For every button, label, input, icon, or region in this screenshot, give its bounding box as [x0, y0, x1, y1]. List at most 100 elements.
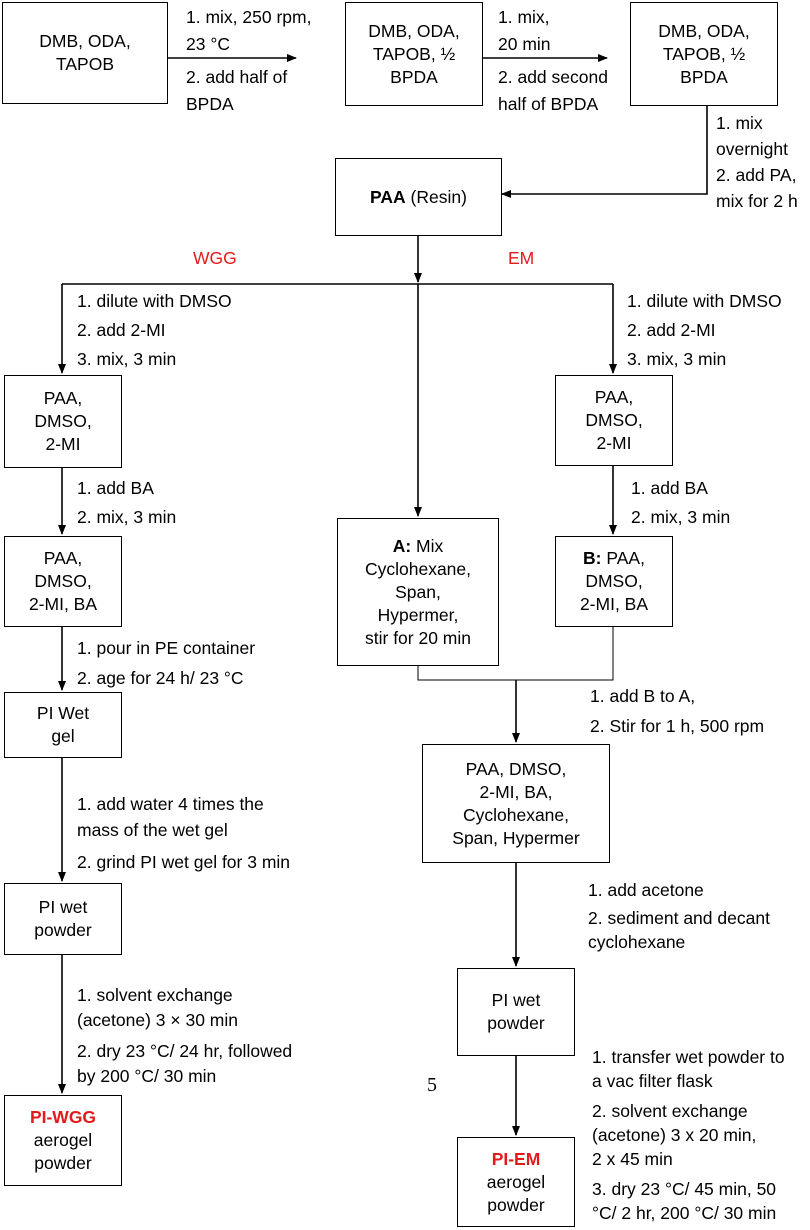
line: 2. add 2-MI: [77, 320, 166, 340]
branch-title-wgg: WGG: [193, 248, 237, 268]
line: 2-MI: [596, 433, 632, 453]
line: DMSO,: [34, 411, 92, 431]
line: 2-MI: [45, 434, 81, 454]
label-step3: 1. mix overnight 2. add PA, mix for 2 h: [716, 110, 798, 214]
line: PAA,: [43, 388, 83, 408]
label-em-dilute: 1. dilute with DMSO 2. add 2-MI 3. mix, …: [627, 287, 782, 374]
line: cyclohexane: [588, 932, 686, 952]
line: 1. add B to A,: [590, 686, 696, 706]
line: 1. add BA: [631, 478, 708, 498]
line: (acetone) 3 × 30 min: [77, 1010, 238, 1030]
line: Cyclohexane,: [364, 558, 472, 579]
line: (acetone) 3 x 20 min,: [592, 1125, 757, 1145]
line: 2. mix, 3 min: [631, 507, 731, 527]
line: Hypermer,: [377, 604, 459, 625]
line: 2. sediment and decant: [588, 908, 770, 928]
line: TAPOB, ½: [372, 43, 456, 64]
line: A: Mix: [393, 535, 444, 558]
label-em-add-b: 1. add B to A, 2. Stir for 1 h, 500 rpm: [590, 681, 764, 741]
arrow-full-to-paa: [501, 106, 708, 198]
line: 1. pour in PE container: [77, 638, 256, 658]
line: powder: [487, 1194, 545, 1215]
box-dmb-start: DMB, ODA, TAPOB: [2, 2, 168, 104]
label-wgg-solvent: 1. solvent exchange (acetone) 3 × 30 min…: [77, 983, 292, 1089]
line: stir for 20 min: [365, 627, 471, 648]
line: 2. age for 24 h/ 23 °C: [77, 668, 244, 688]
box-wgg-wet-powder: PI wet powder: [4, 883, 122, 955]
box-em-wet-powder: PI wet powder: [457, 968, 575, 1056]
pi-em-title: PI-EM: [491, 1148, 541, 1169]
line: 1. add water 4 times the: [77, 794, 264, 814]
line: DMSO,: [34, 571, 92, 591]
line: 3. mix, 3 min: [627, 349, 727, 369]
line: 1. solvent exchange: [77, 985, 233, 1005]
line: BPDA: [186, 94, 234, 114]
paa-rest: (Resin): [405, 186, 467, 207]
line: mix for 2 h: [716, 191, 798, 211]
page-number: 5: [427, 1074, 437, 1096]
box-paa-resin: PAA (Resin): [335, 158, 502, 236]
line: 1. dilute with DMSO: [627, 291, 782, 311]
line: 2. add second: [498, 67, 608, 87]
line: overnight: [716, 139, 788, 159]
box-em-paa-dmso: PAA, DMSO, 2-MI: [555, 375, 673, 466]
line: 2. add half of: [186, 67, 288, 87]
box-pi-wgg-aerogel: PI-WGG aerogel powder: [4, 1095, 122, 1186]
line: powder: [34, 920, 92, 940]
pi-wgg-title: PI-WGG: [29, 1107, 97, 1127]
label-wgg-water: 1. add water 4 times the mass of the wet…: [77, 791, 290, 875]
line: 3. dry 23 °C/ 45 min, 50: [592, 1179, 777, 1199]
line: a vac filter flask: [592, 1071, 713, 1091]
line: 2. mix, 3 min: [77, 507, 177, 527]
line: DMB, ODA,: [658, 20, 750, 41]
line: 20 min: [498, 34, 551, 54]
line: BPDA: [390, 66, 438, 87]
line: PAA, DMSO,: [465, 758, 567, 779]
line: 2. add 2-MI: [627, 320, 716, 340]
line: 2. grind PI wet gel for 3 min: [77, 852, 291, 872]
line: DMB, ODA,: [39, 31, 131, 51]
label-wgg-pour: 1. pour in PE container 2. age for 24 h/…: [77, 633, 255, 693]
line: TAPOB: [55, 54, 115, 74]
paa-bold: PAA: [370, 186, 406, 207]
line: 2. dry 23 °C/ 24 hr, followed: [77, 1041, 293, 1061]
line: Span,: [395, 581, 441, 602]
line: 1. dilute with DMSO: [77, 291, 232, 311]
box-wgg-paa-ba: PAA, DMSO, 2-MI, BA: [4, 536, 122, 627]
a-bold: A:: [392, 535, 412, 556]
label-em-final: 1. transfer wet powder to a vac filter f…: [592, 1045, 785, 1225]
line: 3. mix, 3 min: [77, 349, 177, 369]
line: PI wet: [491, 990, 541, 1010]
line: by 200 °C/ 30 min: [77, 1066, 217, 1086]
line: 2. add PA,: [716, 165, 797, 185]
label-em-acetone: 1. add acetone 2. sediment and decant cy…: [588, 876, 770, 952]
line: °C/ 2 hr, 200 °C/ 30 min: [592, 1203, 777, 1223]
branch-title-em: EM: [508, 248, 535, 268]
line: 2. solvent exchange: [592, 1101, 748, 1121]
line: aerogel: [33, 1130, 93, 1150]
line: TAPOB, ½: [662, 43, 746, 64]
line: DMSO,: [585, 571, 643, 591]
label-wgg-dilute: 1. dilute with DMSO 2. add 2-MI 3. mix, …: [77, 287, 232, 374]
line: PAA (Resin): [370, 186, 467, 209]
box-em-emulsion: PAA, DMSO, 2-MI, BA, Cyclohexane, Span, …: [422, 744, 610, 863]
line: B: PAA,: [583, 547, 645, 570]
line: half of BPDA: [498, 94, 599, 114]
label-em-add-ba: 1. add BA 2. mix, 3 min: [631, 474, 730, 532]
box-wgg-paa-dmso: PAA, DMSO, 2-MI: [4, 375, 122, 468]
a-rest: Mix: [411, 535, 444, 556]
box-em-b-paa: B: PAA, DMSO, 2-MI, BA: [555, 536, 673, 627]
line: PI wet: [38, 897, 88, 917]
line: powder: [487, 1013, 545, 1033]
line: 2 x 45 min: [592, 1149, 673, 1169]
label-step2-top: 1. mix, 20 min: [498, 4, 551, 58]
line: 2. Stir for 1 h, 500 rpm: [590, 716, 765, 736]
b-bold: B:: [583, 548, 602, 568]
box-pi-em-aerogel: PI-EM aerogel powder: [457, 1137, 575, 1227]
line: DMSO,: [585, 410, 643, 430]
line: 2-MI, BA: [579, 594, 649, 614]
line: BPDA: [680, 66, 728, 87]
line: gel: [51, 726, 75, 746]
label-step1-top: 1. mix, 250 rpm, 23 °C: [186, 4, 311, 58]
line: aerogel: [486, 1171, 546, 1192]
